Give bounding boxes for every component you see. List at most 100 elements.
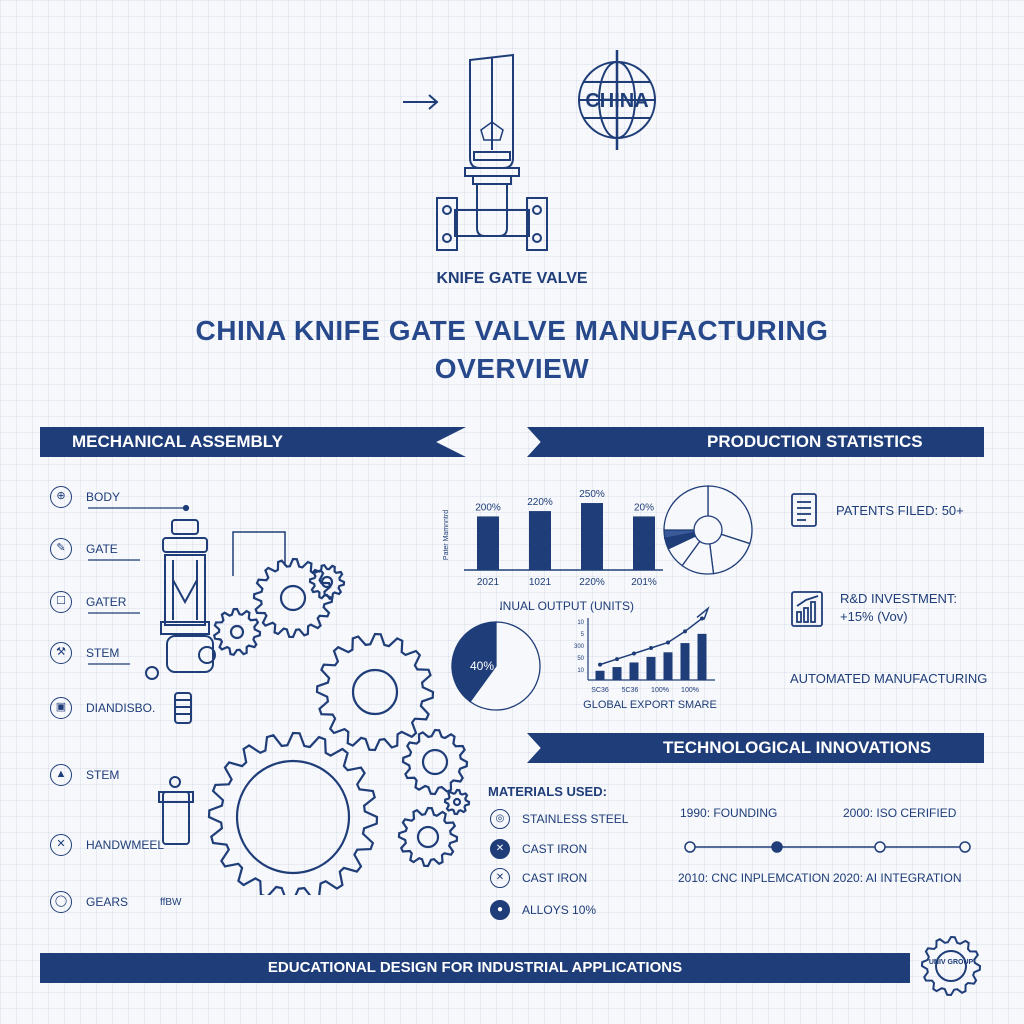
bar [680, 643, 690, 680]
footer-banner: EDUCATIONAL DESIGN FOR INDUSTRIAL APPLIC… [40, 953, 910, 983]
page-title: CHINA KNIFE GATE VALVE MANUFACTURING OVE… [0, 312, 1024, 388]
y-tick-label: 300 [574, 644, 585, 650]
globe-label: CHINA [585, 90, 648, 112]
rnd-line-2: +15% (Vov) [840, 609, 908, 624]
bar-chart-patents: Pater Mamnntrd200%2021220%1021250%220%20… [443, 489, 663, 588]
tick-label: 2021 [477, 577, 500, 588]
tick-label: 201% [631, 577, 657, 588]
gear-icon [308, 563, 346, 601]
gears-extra-label: ffBW [160, 897, 182, 908]
gear-hole [351, 668, 399, 716]
timeline-event: 1990: FOUNDING [680, 806, 778, 820]
bar [595, 670, 605, 680]
gate-icon: ☐ [50, 591, 72, 613]
part-label: STEM [86, 768, 120, 782]
gear-icon [315, 632, 435, 752]
steel-icon: ◎ [490, 809, 510, 829]
gear-hole [279, 584, 307, 612]
part-label: STEM [86, 646, 120, 660]
chart-title: ANNUAL OUTPUT (UNITS) [500, 599, 634, 613]
material-label: STAINLESS STEEL [522, 812, 629, 826]
valve-illustration: CHINA [403, 50, 656, 251]
bar [477, 516, 499, 570]
material-label: CAST IRON [522, 871, 588, 885]
timeline-node [771, 841, 783, 853]
gear-assembly [145, 519, 471, 895]
badge-gear-hole [935, 950, 967, 982]
growth-chart-icon [791, 591, 823, 627]
gear-hole [320, 575, 334, 589]
y-axis-label: Pater Mamnntrd [443, 510, 450, 560]
gear-hole [416, 825, 440, 849]
pie-slice [469, 621, 541, 711]
part-label: DIANDISBO. [86, 701, 156, 715]
cross-icon: ✕ [50, 834, 72, 856]
pie-chart-segments [663, 485, 753, 575]
bar [612, 667, 622, 680]
part-label: GEARS [86, 895, 129, 909]
pie-chart-export-share: 40% [451, 621, 541, 711]
tech-innovations-banner: TECHNOLOGICAL INNOVATIONS [527, 733, 984, 763]
part-label: HANDWMEEL [86, 838, 165, 852]
data-label: 220% [527, 497, 553, 508]
gear-icon [443, 788, 471, 816]
bar [633, 516, 655, 570]
university-badge-icon: UNIV GROUP [920, 935, 982, 997]
document-icon [791, 493, 817, 527]
tick-label: 220% [579, 577, 605, 588]
patents-filed: PATENTS FILED: 50+ [836, 503, 964, 518]
mechanical-assembly-banner: MECHANICAL ASSEMBLY [40, 427, 466, 457]
timeline-event: 2020: AI INTEGRATION [833, 871, 962, 885]
data-label: 20% [634, 502, 654, 513]
gear-icon [397, 806, 459, 868]
pie-slice [707, 529, 751, 575]
data-label: 200% [475, 502, 501, 513]
part-label: GATER [86, 595, 127, 609]
gear-icon [401, 728, 469, 796]
bar [646, 656, 656, 680]
timeline-node [959, 841, 971, 853]
title-line-1: CHINA KNIFE GATE VALVE MANUFACTURING [195, 315, 829, 346]
timeline-node [684, 841, 696, 853]
gear-hole [452, 797, 462, 807]
tick-label: 1021 [529, 577, 552, 588]
rnd-investment: R&D INVESTMENT: +15% (Vov) [840, 590, 957, 626]
pie-slice [451, 621, 497, 703]
bar [629, 662, 639, 680]
badge-gear-outline [920, 935, 982, 997]
badge-text: UNIV GROUP [929, 959, 974, 966]
timeline-event: 2010: CNC INPLEMCATION [678, 871, 830, 885]
gear-icon [207, 731, 379, 895]
bar [697, 633, 707, 680]
gear-hole [229, 624, 245, 640]
timeline-event: 2000: ISO CERIFIED [843, 806, 957, 820]
material-label: CAST IRON [522, 842, 588, 856]
gear-hole [235, 759, 351, 875]
x-tick-label: 5C36 [622, 687, 639, 694]
materials-title: MATERIALS USED: [488, 784, 607, 799]
pie-label: 40% [470, 659, 494, 673]
wrench-icon: ⚒ [50, 642, 72, 664]
timeline-track [684, 841, 971, 853]
pen-icon: ✎ [50, 538, 72, 560]
gear-hole [421, 748, 449, 776]
part-label: BODY [86, 490, 121, 504]
pie-hole [693, 515, 723, 545]
part-leader-lines [88, 504, 190, 665]
trend-line [599, 617, 703, 666]
part-label: GATE [86, 542, 118, 556]
iron-icon: ✕ [490, 839, 510, 859]
production-statistics-banner: PRODUCTION STATISTICS [527, 427, 984, 457]
oval-icon: ◯ [50, 891, 72, 913]
rnd-line-1: R&D INVESTMENT: [840, 591, 958, 606]
hero-label: KNIFE GATE VALVE [436, 270, 588, 287]
alloy-icon: ● [490, 900, 510, 920]
y-tick-label: 50 [577, 656, 584, 662]
gear-icon [252, 557, 334, 639]
triangle-icon: ▲ [50, 764, 72, 786]
x-axis-label: GLOBAL EXPORT SMARE [583, 699, 717, 711]
bar [529, 511, 551, 570]
bar [663, 652, 673, 680]
iron-outline-icon: ✕ [490, 868, 510, 888]
